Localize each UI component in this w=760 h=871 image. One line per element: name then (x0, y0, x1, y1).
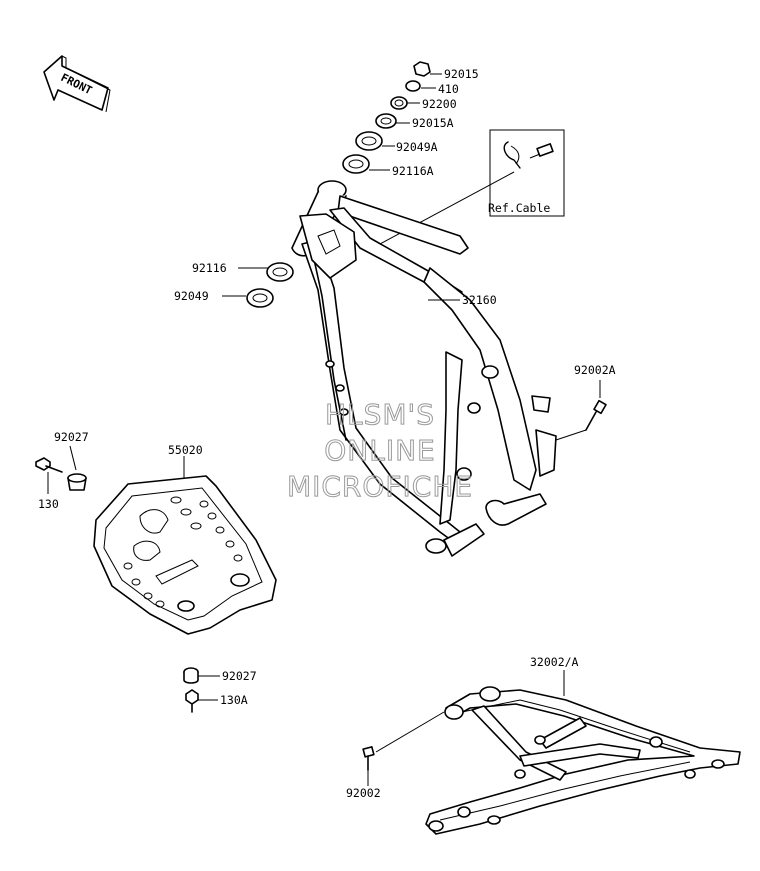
callout-32002a: 32002/A (530, 655, 579, 669)
callout-92015a: 92015A (412, 116, 454, 130)
watermark-line-2: ONLINE (324, 434, 435, 467)
watermark: HLSM'S ONLINE MICROFICHE (286, 398, 473, 504)
ref-cable-label: Ref.Cable (488, 201, 550, 215)
steering-stack (342, 61, 442, 174)
callout-92116a: 92116A (392, 164, 434, 178)
callout-130: 130 (38, 497, 59, 511)
callout-92015: 92015 (444, 67, 479, 81)
callout-92049a: 92049A (396, 140, 438, 154)
callout-130a: 130A (220, 693, 248, 707)
main-frame (291, 180, 557, 557)
callout-55020: 55020 (168, 443, 203, 457)
callout-labels: 92015 410 92200 92015A 92049A 92116A 921… (38, 67, 616, 800)
skid-plate (93, 456, 277, 635)
callout-92002: 92002 (346, 786, 381, 800)
lower-bearing-parts (222, 262, 294, 308)
callout-92049: 92049 (174, 289, 209, 303)
callout-410: 410 (438, 82, 459, 96)
callout-92027-top: 92027 (54, 430, 89, 444)
callout-32160: 32160 (462, 293, 497, 307)
callout-92002a: 92002A (574, 363, 616, 377)
bolt-92002a (555, 380, 607, 441)
callout-92027-bottom: 92027 (222, 669, 257, 683)
callout-92116: 92116 (192, 261, 227, 275)
front-arrow: FRONT (43, 55, 111, 113)
watermark-line-1: HLSM'S (325, 398, 435, 431)
watermark-line-3: MICROFICHE (287, 470, 473, 503)
collar-bolt-top (35, 445, 87, 494)
callout-92200: 92200 (422, 97, 457, 111)
bolt-92002 (362, 746, 375, 786)
sub-frame (375, 670, 741, 835)
collar-bolt-bottom (183, 667, 220, 713)
